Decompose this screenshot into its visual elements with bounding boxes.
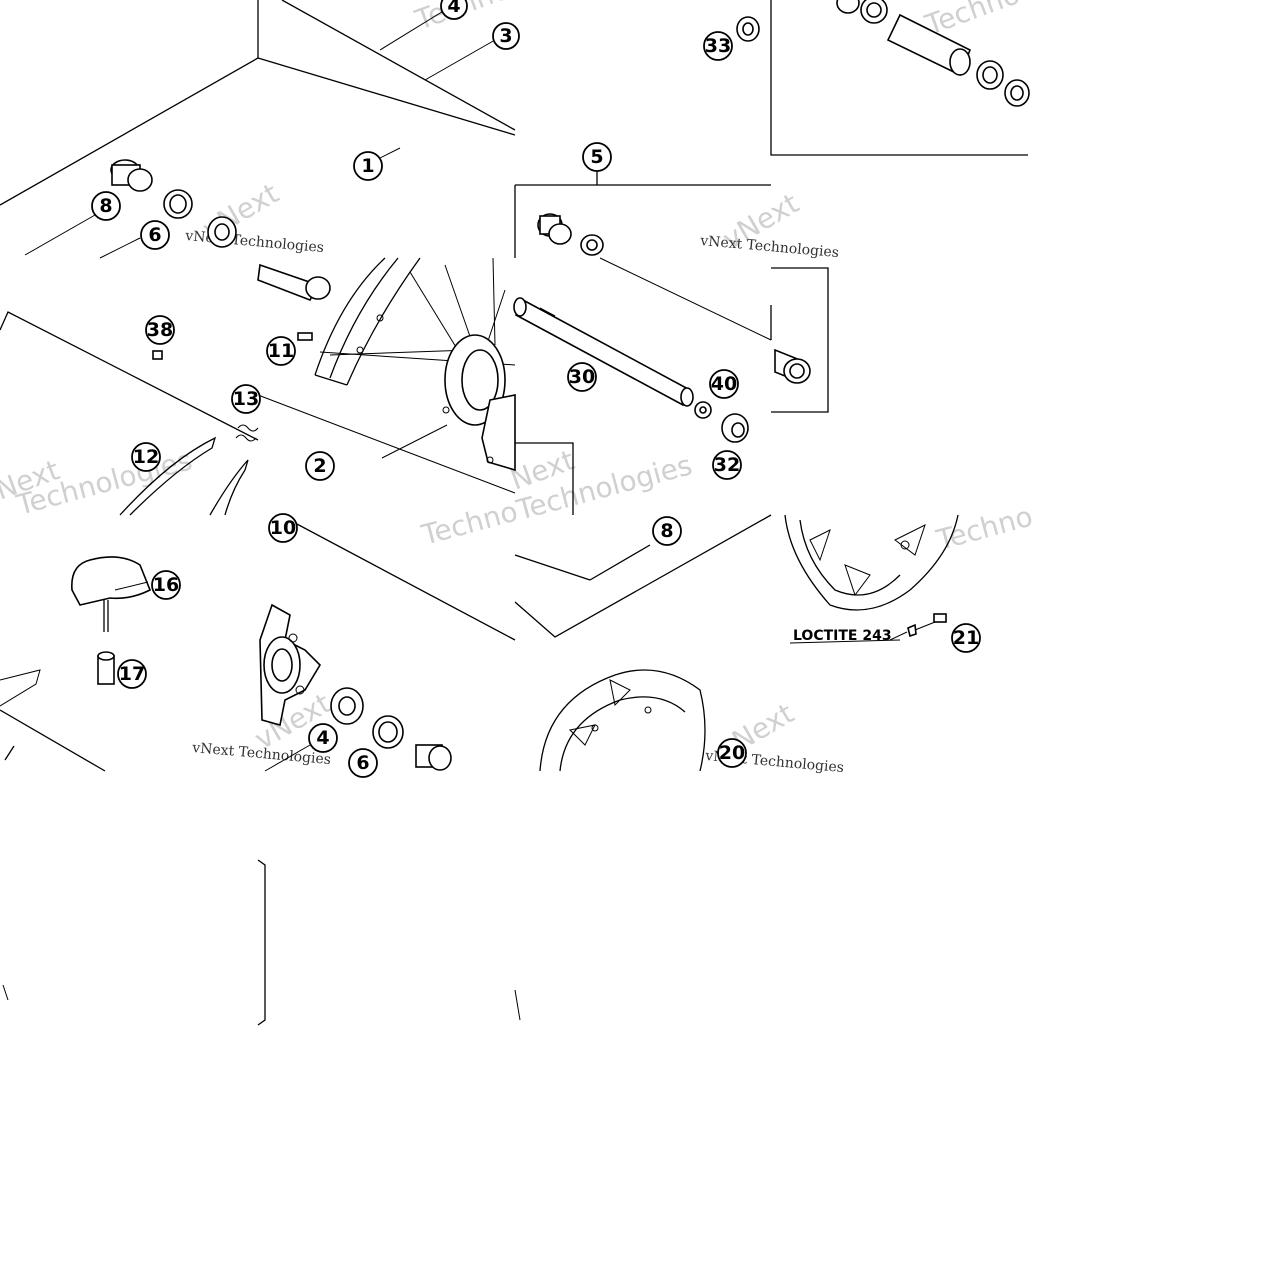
bearing-6-lower [372, 715, 404, 749]
callout-16: 16 [151, 570, 181, 600]
watermark-text: Techno [932, 500, 1036, 557]
svg-text:30: 30 [569, 366, 595, 388]
svg-text:33: 33 [705, 35, 731, 57]
rim-2 [314, 257, 421, 386]
callout-5: 5 [582, 142, 612, 172]
bushing-top [257, 263, 331, 302]
bearing-4-lower [330, 687, 364, 725]
svg-text:11: 11 [268, 340, 294, 362]
watermark-text: Technologies [12, 443, 195, 522]
callout-30: 30 [567, 362, 597, 392]
callout-4: 4 [308, 723, 338, 753]
rim-tape-12 [119, 436, 217, 516]
callout-11: 11 [266, 336, 296, 366]
callout-33: 33 [703, 31, 733, 61]
hub-flange [259, 603, 322, 727]
svg-text:40: 40 [711, 373, 737, 395]
callout-3: 3 [492, 22, 520, 50]
svg-text:12: 12 [133, 446, 159, 468]
tile-mid-right [513, 267, 829, 515]
callout-4: 4 [440, 0, 468, 20]
svg-text:21: 21 [953, 627, 979, 649]
brake-disc-20 [539, 669, 706, 772]
svg-text:4: 4 [316, 727, 329, 749]
callout-13: 13 [231, 384, 261, 414]
watermark-caption: vNext Technologies [699, 233, 840, 261]
bearing-6 [163, 189, 193, 219]
callout-1: 1 [353, 151, 383, 181]
svg-text:20: 20 [719, 742, 745, 764]
callout-6: 6 [348, 748, 378, 778]
tile-top-right-mid [514, 16, 772, 341]
svg-text:1: 1 [361, 155, 374, 177]
svg-text:6: 6 [356, 752, 369, 774]
svg-text:17: 17 [119, 663, 145, 685]
tile-top-right [770, 0, 1030, 156]
callout-6: 6 [140, 220, 170, 250]
nut-17 [97, 651, 115, 685]
rim-lock-16 [71, 556, 152, 632]
spacer-sleeve [886, 13, 972, 77]
axle-30 [513, 297, 694, 407]
svg-text:2: 2 [313, 455, 326, 477]
svg-text:4: 4 [447, 0, 460, 17]
svg-text:13: 13 [233, 388, 259, 410]
watermark-caption: vNext Technologies [184, 228, 325, 256]
valve-cap-38 [152, 350, 163, 360]
tile-top-left [0, 0, 516, 259]
bearing-4 [207, 216, 237, 248]
tile-lower-left [0, 556, 152, 772]
bushing-8 [110, 159, 153, 192]
bushing-lower [415, 744, 452, 771]
callout-21: 21 [951, 623, 981, 653]
tile-lower-right: LOCTITE 243 [784, 514, 959, 644]
svg-text:8: 8 [99, 195, 112, 217]
bushing-right [774, 348, 811, 384]
callout-40: 40 [709, 369, 739, 399]
hub-2 [442, 334, 516, 472]
spoke-nipple-11 [297, 332, 313, 341]
callout-8: 8 [652, 516, 682, 546]
tile-lower-right-mid [514, 514, 772, 772]
callout-2: 2 [305, 451, 335, 481]
tile-lower-center [259, 514, 516, 772]
loctite-note: LOCTITE 243 [793, 628, 892, 644]
svg-text:6: 6 [148, 224, 161, 246]
callout-17: 17 [117, 659, 147, 689]
watermark-text: Techno [417, 495, 521, 552]
callout-20: 20 [717, 738, 747, 768]
svg-text:3: 3 [499, 25, 512, 47]
callout-12: 12 [131, 442, 161, 472]
callouts: 4 3 1 8 6 33 5 38 13 12 11 2 30 40 32 10… [91, 0, 981, 778]
tile-mid-left [0, 311, 259, 516]
svg-text:8: 8 [660, 520, 673, 542]
tile-mid-center [257, 257, 516, 494]
tile-bottom [2, 859, 521, 1026]
callout-8: 8 [91, 191, 121, 221]
axle-nut-32 [721, 413, 749, 443]
callout-32: 32 [712, 450, 742, 480]
svg-text:5: 5 [590, 146, 603, 168]
screw-21 [907, 613, 947, 638]
callout-38: 38 [145, 315, 175, 345]
brake-disc-top [784, 514, 959, 611]
svg-text:16: 16 [153, 574, 179, 596]
svg-text:38: 38 [147, 319, 173, 341]
svg-text:10: 10 [270, 517, 296, 539]
callout-10: 10 [268, 513, 298, 543]
svg-text:32: 32 [714, 454, 740, 476]
